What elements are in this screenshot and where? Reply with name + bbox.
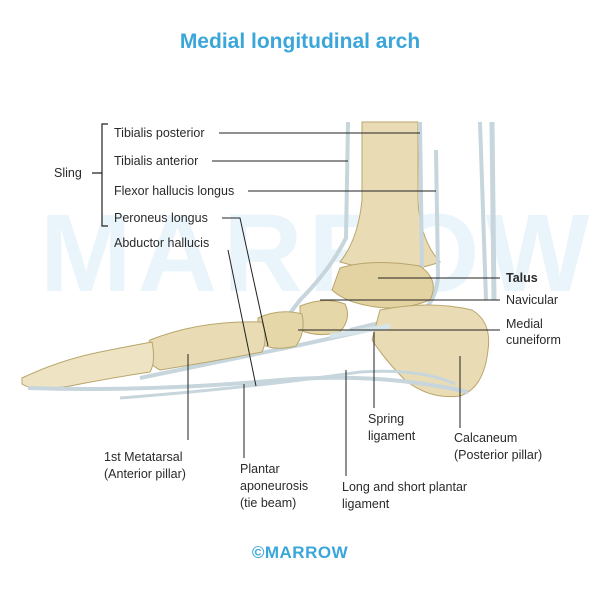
label-calcaneum-line1: Calcaneum — [454, 431, 518, 445]
tendon-tibialis-anterior — [268, 121, 350, 342]
marrow-logo: ©MARROW — [251, 543, 349, 562]
label-first-metatarsal-line2: (Anterior pillar) — [104, 467, 186, 481]
label-spring-ligament-line1: Spring — [368, 412, 405, 426]
phalanges — [21, 341, 155, 390]
leader-abductor-hallucis — [227, 249, 257, 387]
label-plantar-aponeurosis-line2: aponeurosis — [240, 479, 309, 493]
calcaneum-bone — [371, 304, 490, 398]
label-first-metatarsal-line1: 1st Metatarsal — [104, 450, 183, 464]
first-metatarsal-bone — [146, 321, 266, 371]
label-flexor-hallucis-longus: Flexor hallucis longus — [114, 184, 235, 198]
watermark: MARROW — [40, 192, 596, 315]
label-talus: Talus — [506, 271, 538, 285]
label-peroneus-longus: Peroneus longus — [114, 211, 208, 225]
label-navicular: Navicular — [506, 293, 559, 307]
label-tibialis-posterior: Tibialis posterior — [114, 126, 205, 140]
label-tibialis-anterior: Tibialis anterior — [114, 154, 199, 168]
leader-lines — [187, 132, 500, 476]
sling-bracket — [92, 123, 108, 227]
navicular-bone — [299, 300, 349, 336]
label-abductor-hallucis: Abductor hallucis — [114, 236, 210, 250]
cuneiform-bone — [257, 311, 304, 349]
talus-bone — [331, 261, 434, 309]
plantar-aponeurosis — [27, 375, 469, 394]
label-plantar-aponeurosis-line3: (tie beam) — [240, 496, 297, 510]
label-long-short-plantar-line2: ligament — [342, 497, 390, 511]
tendon-achilles — [489, 121, 497, 301]
label-long-short-plantar-line1: Long and short plantar — [342, 480, 468, 494]
tibia-bone — [339, 121, 441, 271]
label-sling: Sling — [54, 166, 82, 180]
label-medial-cuneiform-line1: Medial — [506, 317, 543, 331]
tendon-posterior-long — [478, 121, 488, 301]
label-plantar-aponeurosis-line1: Plantar — [240, 462, 280, 476]
spring-ligament — [329, 323, 391, 339]
label-medial-cuneiform-line2: cuneiform — [506, 333, 561, 347]
leader-peroneus-longus — [222, 217, 269, 347]
long-plantar-ligament — [119, 369, 456, 400]
label-spring-ligament-line2: ligament — [368, 429, 416, 443]
label-calcaneum-line2: (Posterior pillar) — [454, 448, 543, 462]
diagram-title: Medial longitudinal arch — [179, 30, 421, 53]
